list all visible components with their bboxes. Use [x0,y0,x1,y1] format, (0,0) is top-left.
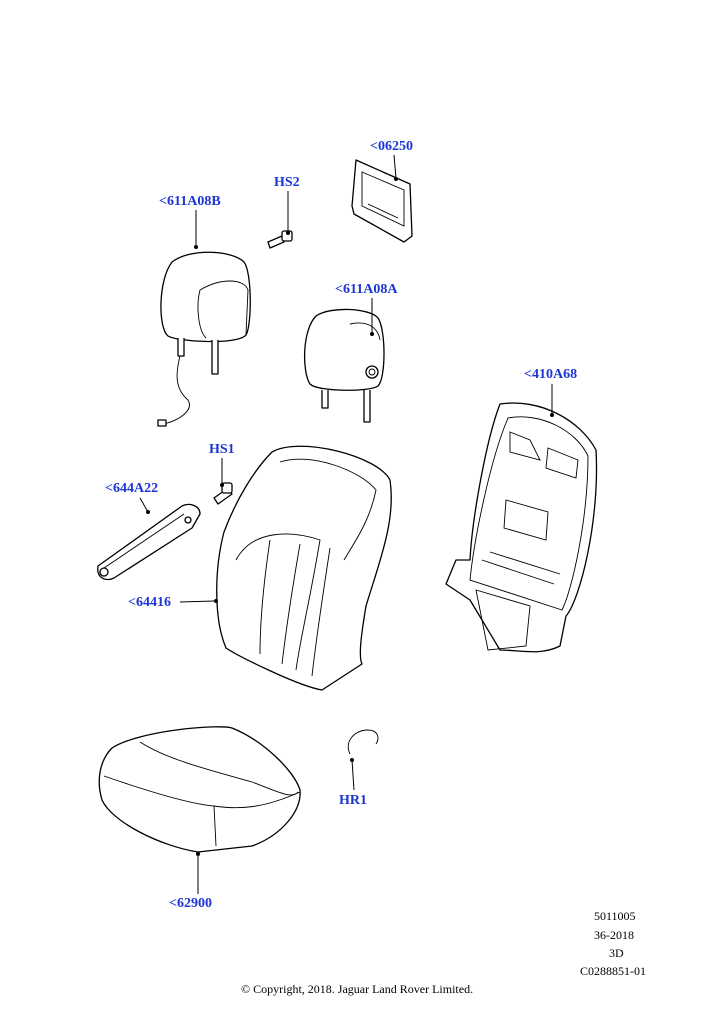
meta-code-2: C0288851-01 [580,964,646,978]
screen-frame-part[interactable] [351,159,413,243]
leader-lines [139,154,554,894]
cushion-cover-part[interactable] [98,726,301,853]
callout-hr1[interactable]: HR1 [339,793,367,808]
back-cover-part[interactable] [216,445,392,691]
callout-hs1[interactable]: HS1 [209,442,235,457]
headrest-rear-part[interactable] [157,251,251,427]
callout-410a68[interactable]: <410A68 [524,367,578,382]
screw-hs2-part[interactable] [267,230,293,249]
callout-06250[interactable]: <06250 [370,139,413,154]
callout-hs2[interactable]: HS2 [274,175,300,190]
meta-view: 3D [609,946,624,960]
screw-hs1-part[interactable] [213,482,233,505]
meta-code-1: 5011005 [594,909,636,923]
callout-611a08a[interactable]: <611A08A [335,282,398,297]
meta-date: 36-2018 [594,928,634,942]
backboard-part[interactable] [445,402,598,653]
hook-ring-part[interactable] [347,729,379,755]
callout-644a22[interactable]: <644A22 [105,481,159,496]
headrest-front-part[interactable] [303,308,385,423]
copyright-text: © Copyright, 2018. Jaguar Land Rover Lim… [241,982,474,996]
callout-64416[interactable]: <64416 [128,595,171,610]
callout-611a08b[interactable]: <611A08B [159,194,221,209]
side-trim-part[interactable] [97,503,201,581]
callout-62900[interactable]: <62900 [169,896,212,911]
